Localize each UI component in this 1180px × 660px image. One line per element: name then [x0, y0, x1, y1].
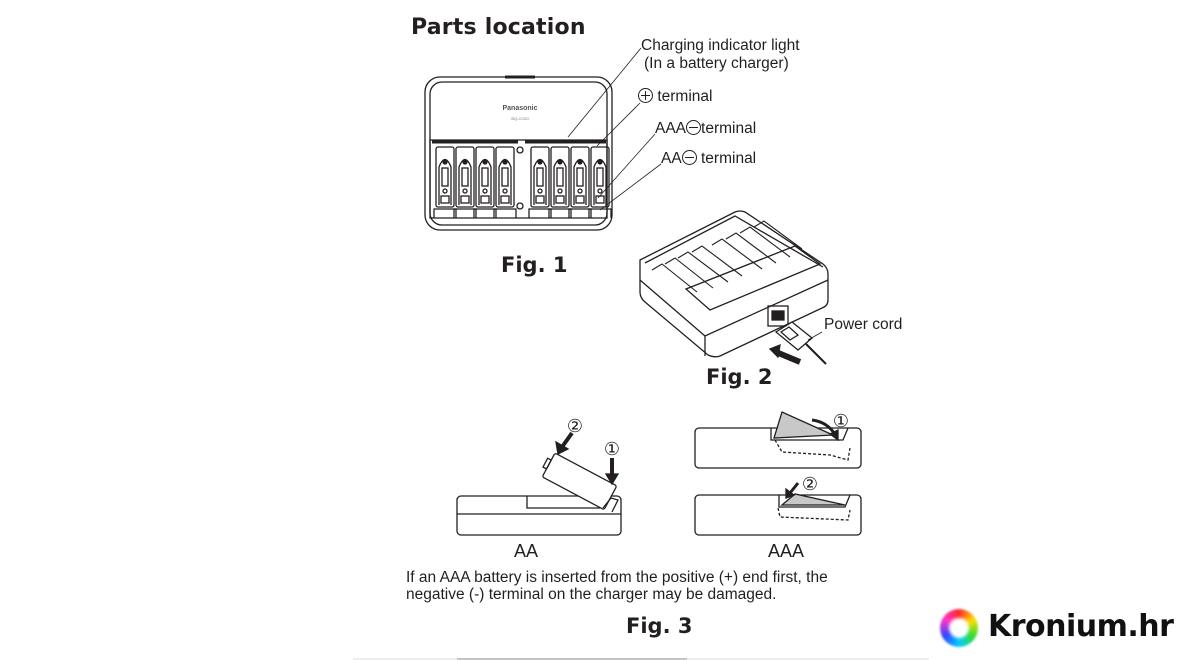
minus-symbol-icon [686, 120, 702, 135]
scrollbar-thumb[interactable] [457, 658, 687, 660]
aa-terminal-text: terminal [701, 150, 757, 167]
aaa-prefix: AAA [655, 120, 687, 137]
page-title: Parts location [411, 15, 586, 40]
fig2-caption: Fig. 2 [706, 365, 773, 389]
plus-symbol-icon [638, 88, 653, 103]
power-cord-label: Power cord [824, 316, 903, 333]
brand-text: Panasonic [502, 105, 537, 112]
aaa-terminal-text: terminal [701, 120, 757, 137]
indicator-label-line1: Charging indicator light [641, 37, 800, 54]
aaa-step2: ② [802, 474, 818, 495]
watermark-text: Kronium.hr [988, 609, 1174, 644]
minus-symbol-icon [681, 150, 697, 165]
aaa-label: AAA [768, 541, 805, 561]
warning-note: If an AAA battery is inserted from the p… [406, 569, 828, 603]
aa-label: AA [514, 541, 539, 561]
fig2-charger-illustration [639, 210, 829, 365]
aa-step2: ② [567, 416, 583, 437]
aaa-step1: ① [833, 411, 849, 432]
logo-ring-hole [949, 618, 969, 638]
fig1-caption: Fig. 1 [501, 253, 568, 277]
plus-terminal-text: terminal [657, 88, 713, 105]
horizontal-scrollbar[interactable] [353, 658, 929, 660]
note-line2: negative (-) terminal on the charger may… [406, 586, 777, 603]
aa-step1: ① [604, 439, 620, 460]
note-line1: If an AAA battery is inserted from the p… [406, 569, 828, 586]
fig3-aa-illustration [456, 431, 622, 536]
aaa-terminal-label: AAA terminal [655, 120, 756, 138]
indicator-light-label: Charging indicator light (In a battery c… [641, 37, 800, 73]
fig1-charger-illustration [424, 47, 662, 231]
slot [433, 146, 457, 218]
aa-terminal-label: AA terminal [661, 150, 756, 168]
indicator-label-line2: (In a battery charger) [644, 55, 789, 72]
model-text: BQ-CC63 [511, 116, 529, 121]
fig3-aaa-illustration [694, 411, 862, 536]
fig3-caption: Fig. 3 [626, 614, 693, 638]
aa-prefix: AA [661, 150, 682, 167]
plus-terminal-label: terminal [638, 88, 712, 106]
